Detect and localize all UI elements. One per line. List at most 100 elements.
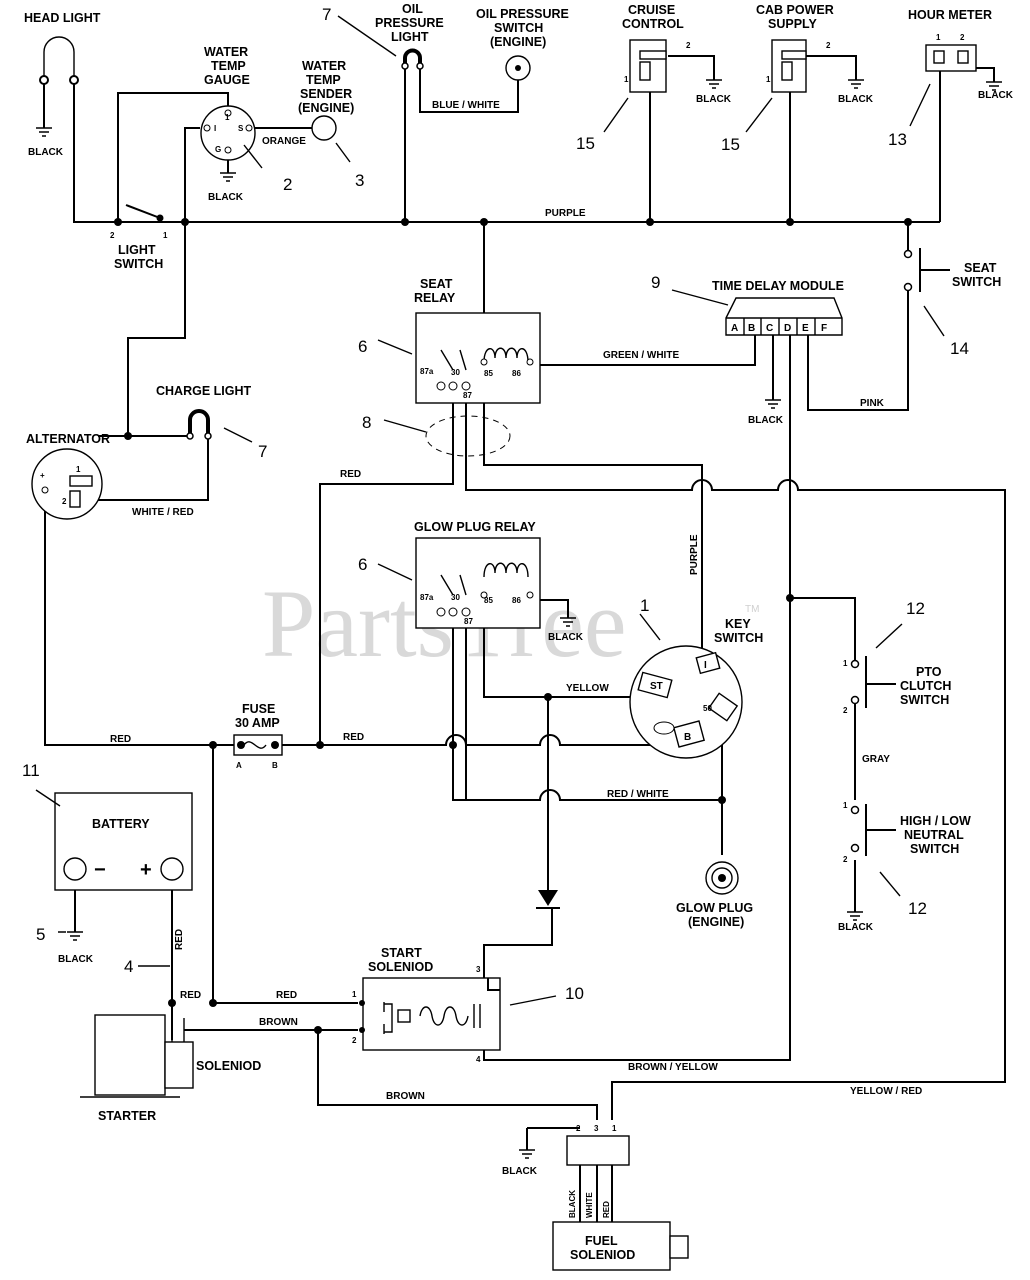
red-relay-feed [319,388,454,745]
wire-label-purple-vertical: PURPLE [689,534,700,575]
svg-text:PRESSURE: PRESSURE [375,16,444,30]
ground-icon [986,81,1002,91]
svg-text:4: 4 [124,957,133,976]
pink-wire [807,290,909,411]
wire-label-pink: PINK [860,398,885,409]
svg-text:C: C [766,323,773,334]
svg-text:RED: RED [180,990,201,1001]
svg-text:SOLENIOD: SOLENIOD [368,960,433,974]
svg-text:1: 1 [612,1124,617,1133]
svg-text:PTO: PTO [916,665,942,679]
watermark-tm: TM [745,604,759,615]
svg-text:RED: RED [110,734,131,745]
svg-text:WATER: WATER [204,45,248,59]
svg-text:15: 15 [576,134,595,153]
glow-relay-ground [530,599,569,618]
svg-text:2: 2 [283,175,292,194]
svg-text:TEMP: TEMP [306,73,341,87]
svg-text:SEAT: SEAT [964,261,997,275]
ground-icon [848,79,864,89]
svg-text:1: 1 [843,801,848,810]
svg-text:BATTERY: BATTERY [92,817,150,831]
svg-text:I: I [704,660,707,671]
svg-text:2: 2 [110,231,115,240]
svg-text:SWITCH: SWITCH [952,275,1001,289]
oil-pressure-light: OIL PRESSURE LIGHT [375,2,444,70]
svg-text:CRUISE: CRUISE [628,3,675,17]
svg-text:TEMP: TEMP [211,59,246,73]
ground-icon [765,399,781,409]
svg-text:GLOW PLUG RELAY: GLOW PLUG RELAY [414,520,536,534]
svg-text:START: START [381,946,422,960]
svg-text:2: 2 [826,41,831,50]
wire-label-blue-white: BLUE / WHITE [432,100,500,111]
water-temp-sender: WATER TEMP SENDER (ENGINE) [298,59,354,141]
svg-text:2: 2 [352,1036,357,1045]
svg-text:2: 2 [62,497,67,506]
svg-text:WATER: WATER [302,59,346,73]
svg-text:6: 6 [358,337,367,356]
svg-text:(ENGINE): (ENGINE) [298,101,354,115]
svg-text:BLACK: BLACK [548,632,584,643]
svg-text:A: A [236,761,242,770]
glow-plug: GLOW PLUG (ENGINE) [676,861,753,929]
svg-text:OIL PRESSURE: OIL PRESSURE [476,7,569,21]
svg-text:BLACK: BLACK [58,954,94,965]
svg-text:SWITCH: SWITCH [910,842,959,856]
seat-relay: 87a 30 87 85 86 SEAT RELAY [414,277,541,404]
svg-text:87a: 87a [420,593,434,602]
svg-text:87: 87 [463,391,472,400]
svg-text:BROWN: BROWN [386,1091,425,1102]
head-light-label: HEAD LIGHT [24,11,101,25]
svg-text:85: 85 [484,369,493,378]
fuse: A B FUSE 30 AMP [233,702,283,770]
svg-text:STARTER: STARTER [98,1109,156,1123]
svg-text:1: 1 [225,113,230,122]
water-temp-gauge: 1 I S G WATER TEMP GAUGE [200,45,256,161]
wire-label-brown-yellow: BROWN / YELLOW [628,1062,718,1073]
callouts: 7 2 3 15 15 13 9 6 14 7 8 6 1 12 12 11 5… [22,5,969,1006]
svg-text:1: 1 [76,465,81,474]
wire-label-brown: BROWN [259,1017,298,1028]
red-alt-fuse [44,500,240,746]
glow-plug-relay: 87a 30 87 85 86 GLOW PLUG RELAY [414,520,541,629]
svg-text:2: 2 [960,33,965,42]
svg-text:50: 50 [703,704,712,713]
svg-text:LIGHT: LIGHT [391,30,429,44]
svg-text:SWITCH: SWITCH [900,693,949,707]
svg-text:SWITCH: SWITCH [494,21,543,35]
svg-text:ST: ST [650,681,663,692]
svg-text:RED: RED [276,990,297,1001]
svg-text:14: 14 [950,339,969,358]
battery: BATTERY − + [54,792,193,891]
hour-meter: 1 2 HOUR METER [908,8,992,72]
ground-icon [847,911,863,921]
svg-text:8: 8 [362,413,371,432]
diode [536,890,560,909]
svg-text:13: 13 [888,130,907,149]
svg-text:B: B [748,323,755,334]
ground-icon [560,617,576,627]
svg-text:2: 2 [686,41,691,50]
svg-text:3: 3 [355,171,364,190]
svg-text:RED: RED [343,732,364,743]
connector-callout-ring [425,415,511,457]
gauge-feed [117,92,229,222]
svg-text:3: 3 [476,965,481,974]
svg-text:ALTERNATOR: ALTERNATOR [26,432,110,446]
svg-text:GAUGE: GAUGE [204,73,250,87]
svg-text:SWITCH: SWITCH [714,631,763,645]
yellow-red-wire [465,388,1006,1120]
oil-pressure-switch: OIL PRESSURE SWITCH (ENGINE) [476,7,569,81]
svg-text:3: 3 [594,1124,599,1133]
svg-text:86: 86 [512,369,521,378]
svg-text:1: 1 [843,659,848,668]
svg-text:TIME DELAY MODULE: TIME DELAY MODULE [712,279,844,293]
svg-text:BLACK: BLACK [502,1166,538,1177]
ground-icon [519,1149,535,1159]
svg-text:11: 11 [22,761,40,780]
svg-text:NEUTRAL: NEUTRAL [904,828,964,842]
svg-text:SENDER: SENDER [300,87,352,101]
svg-text:SOLENIOD: SOLENIOD [196,1059,261,1073]
